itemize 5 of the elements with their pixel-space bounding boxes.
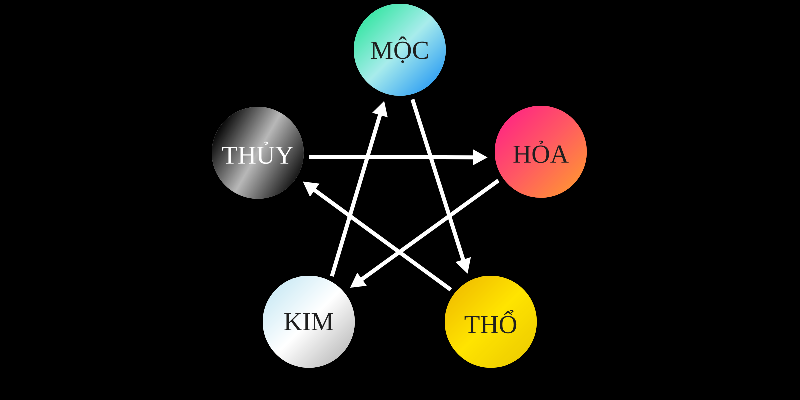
label: HỎA bbox=[514, 140, 569, 164]
label: THỦY bbox=[222, 142, 294, 164]
label: MỘC bbox=[371, 36, 428, 64]
label: THỔ bbox=[464, 310, 517, 334]
label: KIM bbox=[284, 314, 334, 330]
